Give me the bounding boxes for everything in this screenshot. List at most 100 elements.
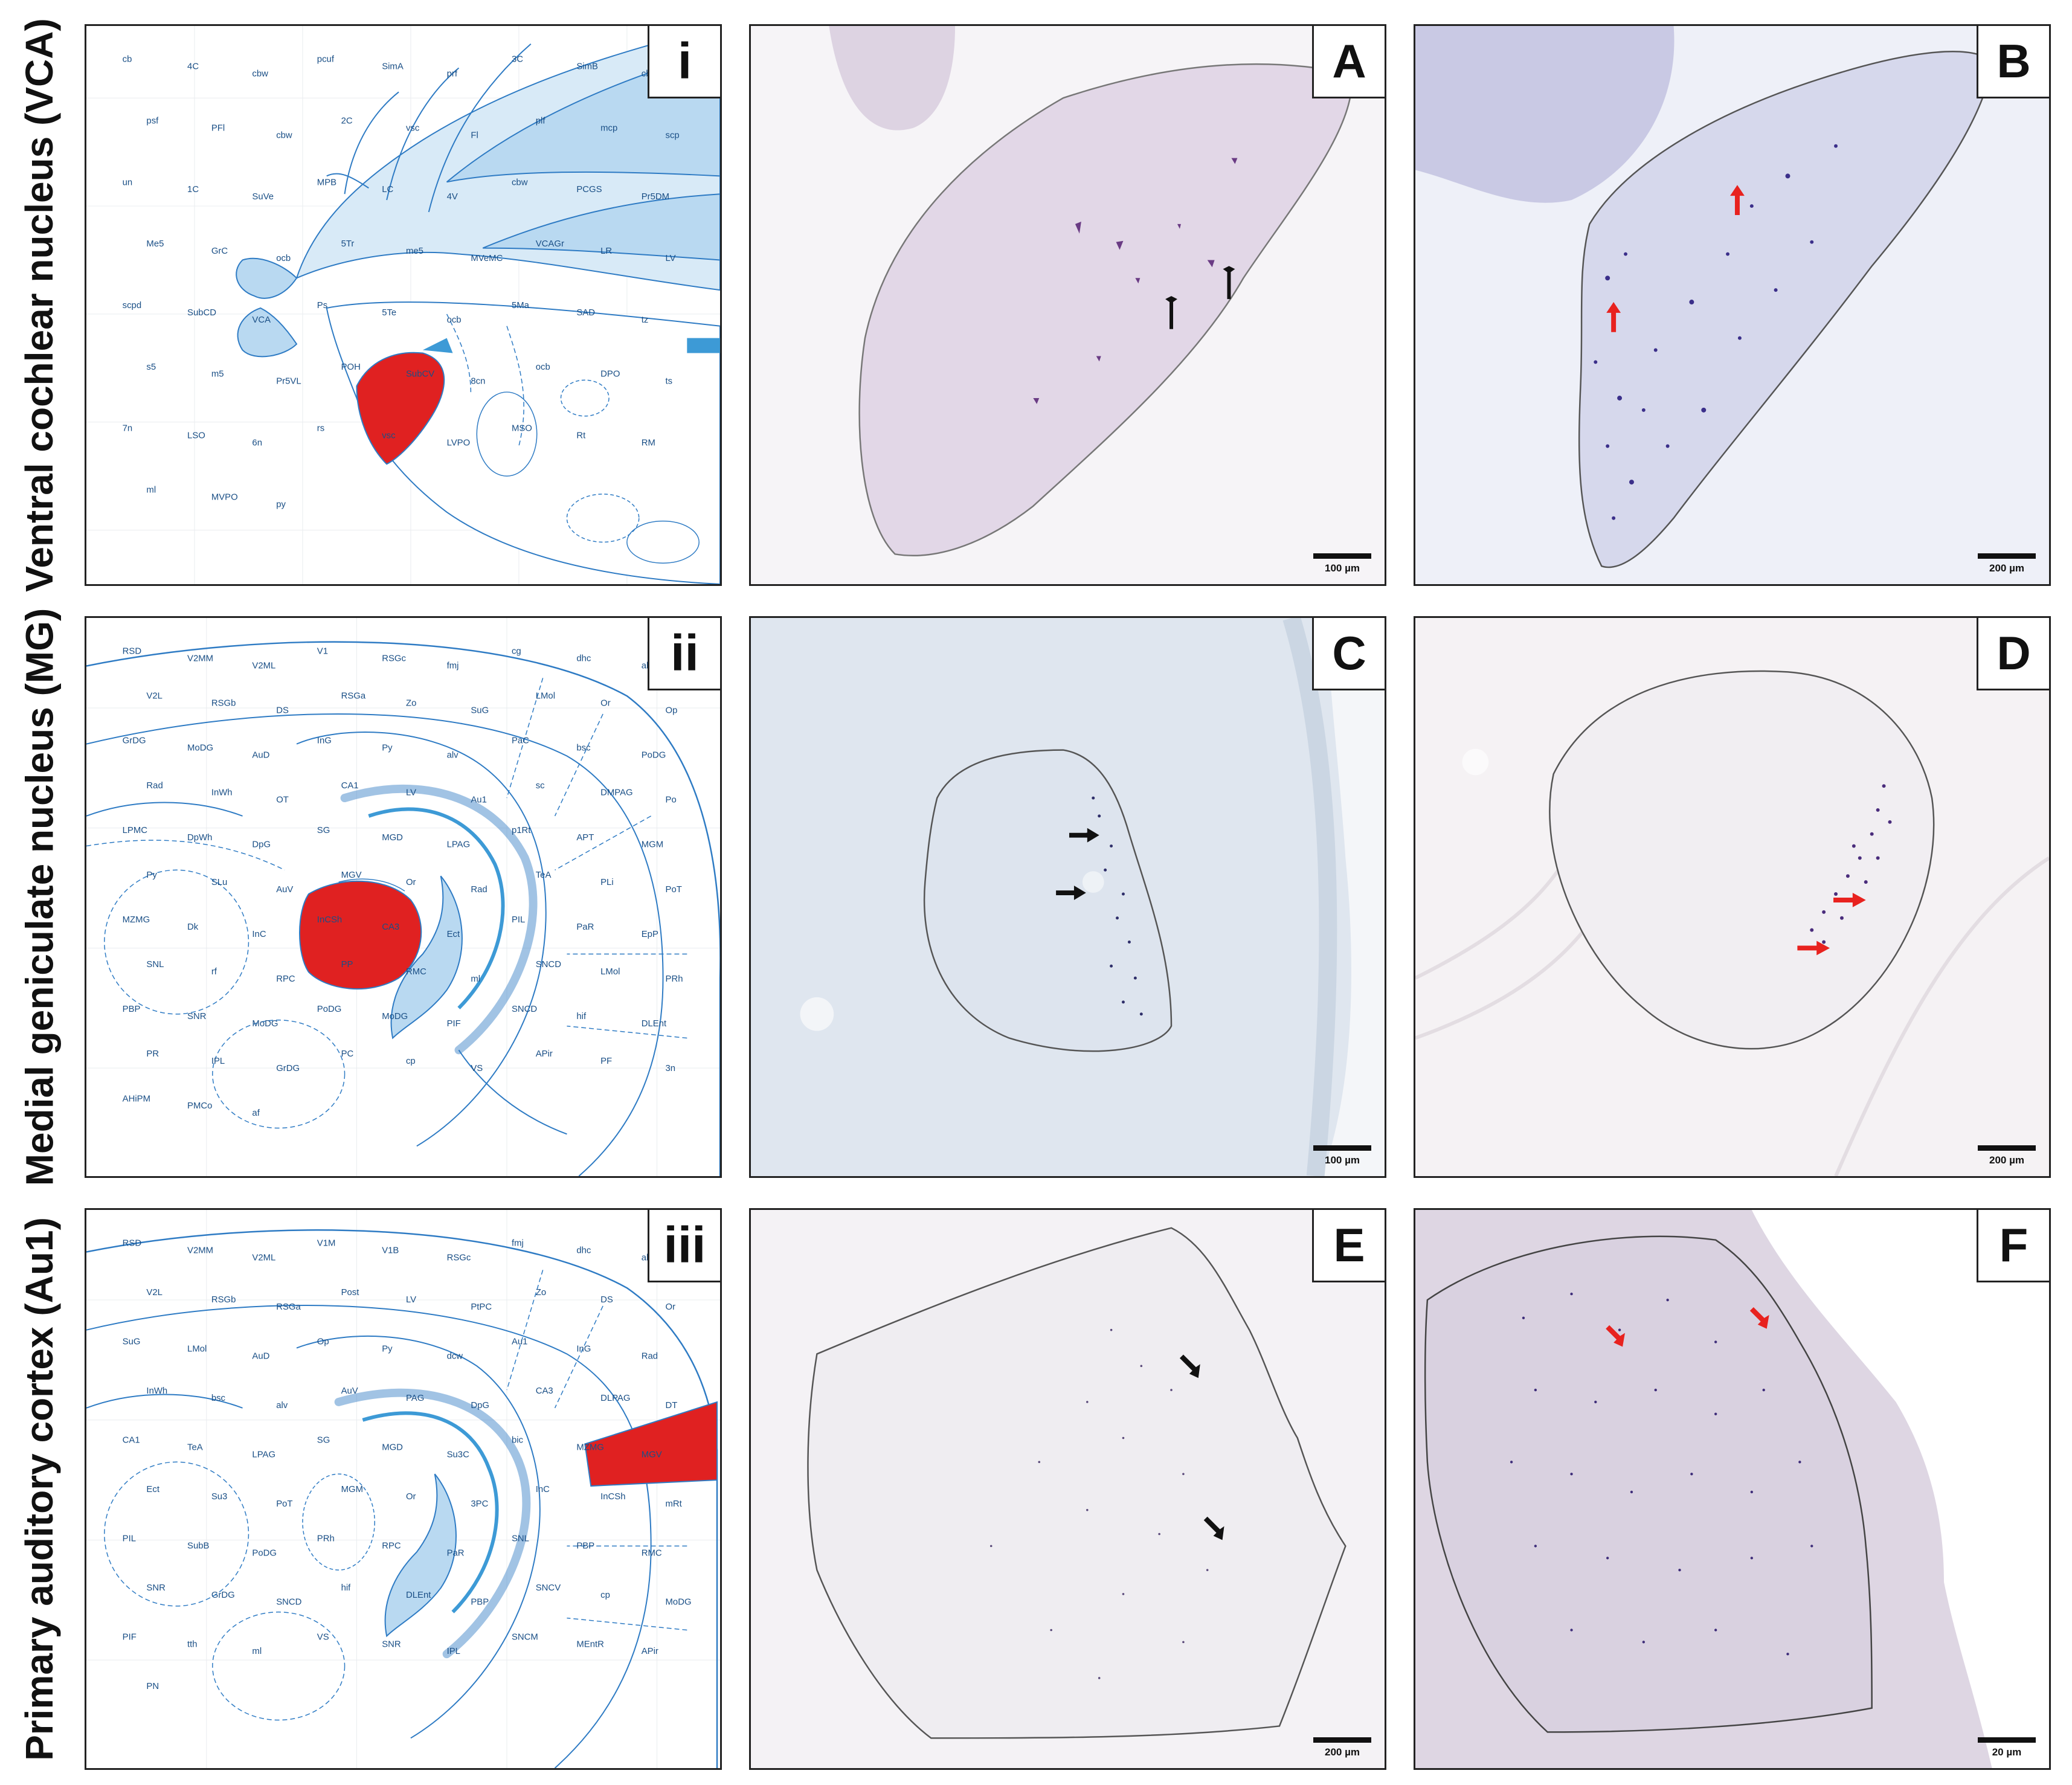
atlas-region-label: V2MM bbox=[187, 654, 213, 664]
black-arrow bbox=[1069, 828, 1099, 843]
atlas-region-label: InCSh bbox=[600, 1492, 625, 1502]
scale-bar-f: 20 µm bbox=[1978, 1737, 2036, 1758]
atlas-region-label: MGD bbox=[382, 833, 403, 843]
atlas-region-label: 3PC bbox=[471, 1499, 488, 1509]
atlas-region-label: hif bbox=[341, 1583, 352, 1593]
atlas-region-label: Post bbox=[341, 1288, 360, 1298]
atlas-region-label: PR bbox=[146, 1049, 159, 1059]
red-arrow bbox=[1606, 1325, 1626, 1347]
atlas-region-label: RSD bbox=[123, 647, 142, 657]
micrograph-c-image bbox=[751, 618, 1385, 1176]
atlas-region-label: Me5 bbox=[146, 239, 164, 249]
red-arrow bbox=[1833, 893, 1866, 907]
atlas-region-label: MoDG bbox=[666, 1598, 692, 1607]
atlas-region-label: sc bbox=[536, 781, 545, 791]
atlas-region-label: Au1 bbox=[471, 796, 487, 805]
atlas-region-label: MoDG bbox=[187, 744, 213, 753]
atlas-region-label: DS bbox=[600, 1295, 613, 1305]
atlas-region-label: cbw bbox=[512, 178, 528, 187]
atlas-region-label: V2L bbox=[146, 1288, 162, 1298]
atlas-region-label: MVPO bbox=[211, 492, 238, 502]
panel-letter-f: F bbox=[1977, 1210, 2049, 1282]
atlas-numeral-ii: ii bbox=[648, 618, 720, 690]
atlas-region-label: plf bbox=[536, 116, 546, 126]
atlas-region-label: EpP bbox=[642, 930, 658, 939]
atlas-region-label: bic bbox=[512, 1436, 524, 1446]
atlas-region-label: vsc bbox=[406, 123, 420, 133]
atlas-region-label: SimA bbox=[382, 62, 404, 72]
atlas-region-label: V1 bbox=[317, 647, 328, 657]
atlas-region-label: GrDG bbox=[211, 1590, 235, 1600]
atlas-region-label: AuD bbox=[252, 751, 269, 761]
atlas-region-label: AHiPM bbox=[123, 1094, 150, 1104]
atlas-region-label: cbw bbox=[252, 69, 268, 79]
atlas-region-label: LMol bbox=[600, 967, 620, 977]
atlas-region-label: 7n bbox=[123, 424, 133, 434]
atlas-region-label: InG bbox=[317, 736, 332, 746]
atlas-region-label: DS bbox=[276, 706, 289, 716]
atlas-region-label: Pr5DM bbox=[642, 192, 669, 202]
atlas-region-label: MVeMC bbox=[471, 254, 503, 263]
panel-letter-a: A bbox=[1312, 26, 1385, 98]
atlas-region-label: 3C bbox=[512, 55, 523, 65]
atlas-region-label: PF bbox=[600, 1057, 612, 1066]
atlas-region-label: LMol bbox=[536, 692, 555, 701]
atlas-region-label: mcp bbox=[600, 123, 617, 133]
atlas-region-label: SLu bbox=[211, 878, 228, 887]
atlas-region-label: Or bbox=[406, 878, 416, 887]
atlas-region-label: POH bbox=[341, 362, 361, 372]
atlas-region-label: fmj bbox=[512, 1239, 524, 1249]
atlas-region-label: SG bbox=[317, 1436, 330, 1446]
atlas-region-label: DLPAG bbox=[600, 1394, 630, 1403]
atlas-region-label: SNL bbox=[512, 1534, 529, 1543]
atlas-region-label: PBP bbox=[576, 1541, 594, 1551]
atlas-region-label: SNCD bbox=[536, 960, 561, 970]
micrograph-f-image bbox=[1415, 1210, 2049, 1768]
atlas-region-label: Or bbox=[600, 699, 611, 709]
atlas-region-label: SNR bbox=[382, 1639, 401, 1649]
atlas-region-label: V1M bbox=[317, 1239, 336, 1249]
atlas-region-label: PC bbox=[341, 1049, 354, 1059]
micrograph-d-image bbox=[1415, 618, 2049, 1176]
atlas-region-label: PtPC bbox=[471, 1302, 492, 1312]
atlas-region-label: 2C bbox=[341, 116, 353, 126]
atlas-region-label: PAG bbox=[406, 1394, 424, 1403]
atlas-region-label: scpd bbox=[123, 301, 141, 310]
atlas-region-label: Ect bbox=[447, 930, 460, 939]
atlas-region-label: OT bbox=[276, 796, 289, 805]
atlas-region-label: 3n bbox=[666, 1064, 676, 1073]
atlas-region-label: RSGa bbox=[341, 692, 366, 701]
atlas-region-label: RPC bbox=[276, 974, 295, 984]
atlas-region-label: Op bbox=[317, 1337, 329, 1347]
atlas-region-label: Fl bbox=[471, 130, 478, 140]
atlas-region-label: 4C bbox=[187, 62, 199, 72]
atlas-region-label: SNR bbox=[146, 1583, 166, 1593]
atlas-region-label: V2ML bbox=[252, 1253, 275, 1262]
atlas-region-label: LR bbox=[600, 246, 612, 256]
atlas-region-label: GrC bbox=[211, 246, 228, 256]
atlas-region-label: alv bbox=[447, 751, 459, 761]
atlas-region-label: Py bbox=[382, 1344, 393, 1354]
atlas-region-label: cp bbox=[600, 1590, 610, 1600]
atlas-region-label: SNCD bbox=[276, 1598, 301, 1607]
atlas-region-label: ts bbox=[666, 377, 673, 387]
atlas-region-label: RSGb bbox=[211, 1295, 236, 1305]
black-arrow bbox=[1165, 296, 1177, 329]
atlas-region-label: MGV bbox=[341, 870, 362, 880]
atlas-region-label: psf bbox=[146, 116, 159, 126]
atlas-panel-iii: RSDV2MMV2MLV1MV1BRSGcfmjdhcalvV2LRSGbRSG… bbox=[85, 1208, 722, 1770]
atlas-region-label: Pr5VL bbox=[276, 377, 301, 387]
row-label-au1: Primary auditory cortex (Au1) bbox=[18, 1217, 61, 1761]
atlas-region-label: 5Tr bbox=[341, 239, 355, 249]
atlas-region-label: RSGc bbox=[447, 1253, 471, 1262]
atlas-region-label: SNCV bbox=[536, 1583, 561, 1593]
atlas-region-label: 6n bbox=[252, 438, 262, 448]
atlas-region-label: alv bbox=[276, 1401, 288, 1410]
atlas-region-label: MGD bbox=[382, 1442, 403, 1452]
atlas-region-label: Py bbox=[146, 870, 157, 880]
atlas-region-label: VS bbox=[471, 1064, 483, 1073]
atlas-region-label: InWh bbox=[146, 1386, 167, 1396]
atlas-panel-i: cb4CcbwpcufSimAprf3CSimBcbwpsfPFlcbw2Cvs… bbox=[85, 24, 722, 586]
panel-letter-b: B bbox=[1977, 26, 2049, 98]
atlas-region-label: PaR bbox=[447, 1548, 465, 1558]
